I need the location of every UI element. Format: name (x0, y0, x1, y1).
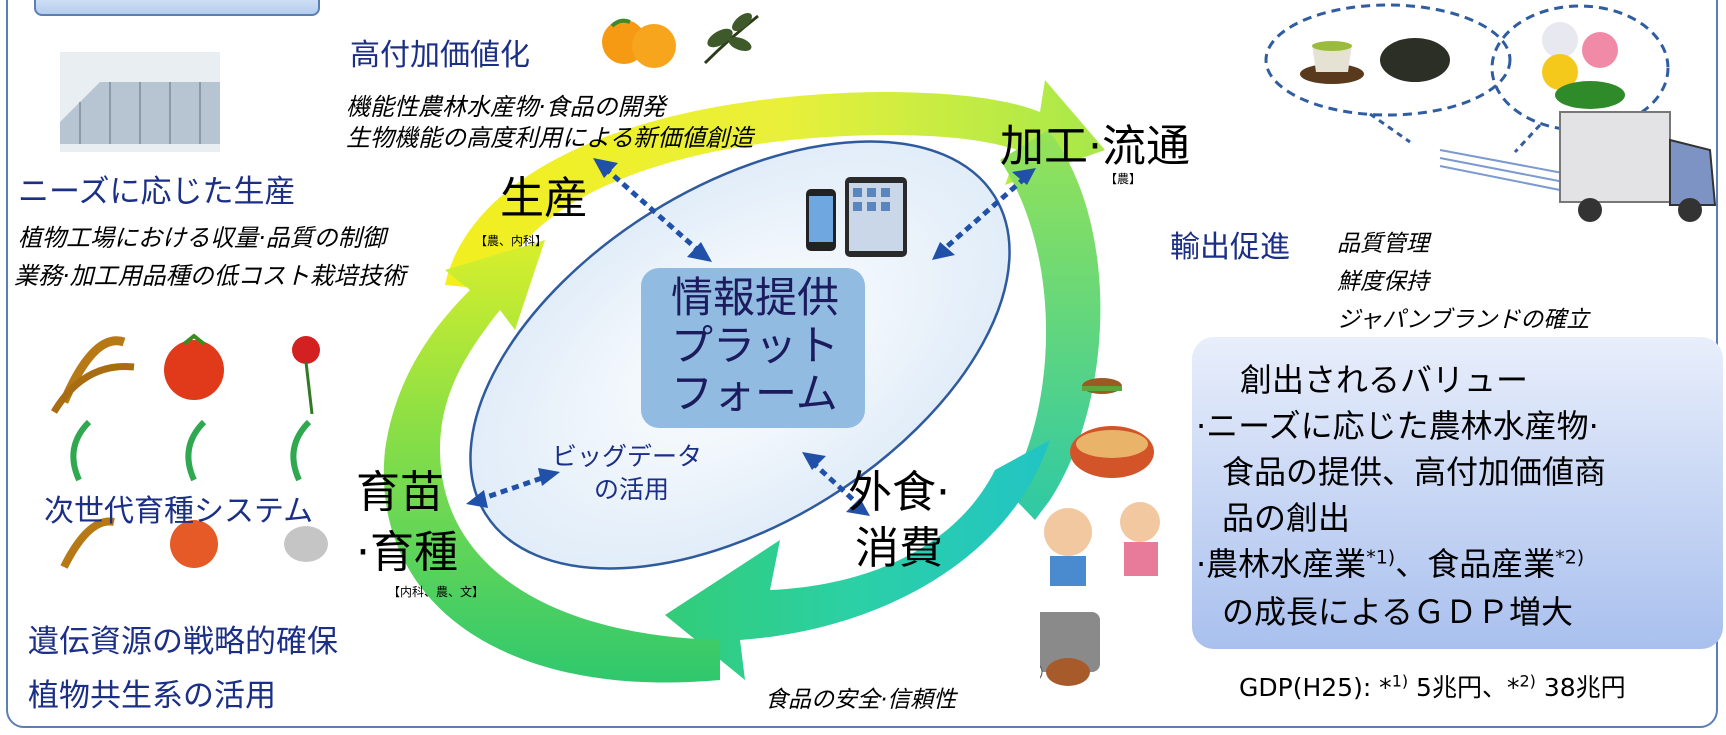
value-bullet2-part1: ·農林水産業 (1196, 545, 1367, 583)
flowers-icon (1542, 22, 1625, 109)
cycle-arrow-right (1000, 130, 1101, 520)
processing-ministry: 【農】 (1105, 172, 1142, 186)
value-bullet1-line2: 食品の提供、高付加価値商 (1222, 453, 1607, 491)
low-cost-text: 業務·加工用品種の低コスト栽培技術 (14, 262, 406, 290)
meal-set-icon (1040, 612, 1100, 686)
gdp-prefix: GDP(H25): * (1239, 673, 1392, 702)
value-bullet2-sup2: *2) (1555, 546, 1585, 569)
value-bullet2-line1: ·農林水産業*1)、食品産業*2) (1196, 539, 1584, 585)
plant-factory-text: 植物工場における収量·品質の制御 (18, 224, 386, 252)
dining-illustrations (1040, 378, 1160, 686)
food-safety-text: 食品の安全·信頼性 (765, 687, 957, 713)
link-arrow-breeding (477, 473, 549, 503)
value-bullet2-part2: 、食品産業 (1395, 545, 1556, 583)
breeding-ministry: 【内科、農、文】 (388, 585, 485, 599)
export-label: 輸出促進 (1170, 230, 1290, 265)
production-ministry: 【農、内科】 (475, 234, 548, 248)
green-tea-icon (1300, 41, 1364, 84)
plant-symbiosis-label: 植物共生系の活用 (28, 678, 276, 714)
production-label: 生産 (500, 173, 588, 224)
family-icon (1044, 502, 1160, 586)
functional-foods-text: 機能性農林水産物·食品の開発 (346, 93, 666, 121)
dining-label-line1: 外食· (848, 467, 950, 518)
info-platform-box: 情報提供 プラット フォーム (641, 268, 865, 428)
link-arrow-production (603, 166, 702, 254)
value-box-title: 創出されるバリュー (1240, 361, 1529, 399)
rice-icon (50, 336, 135, 414)
link-arrow-dining (810, 460, 862, 508)
high-value-label: 高付加価値化 (350, 38, 530, 73)
ramen-icon (1070, 426, 1154, 478)
big-data-line2: の活用 (594, 475, 670, 504)
platform-line1: 情報提供 (671, 273, 840, 322)
cycle-arrow-bottom (665, 440, 1050, 680)
leaf-icon (703, 13, 759, 65)
platform-line2: プラット (671, 321, 840, 370)
needs-production-label: ニーズに応じた生産 (18, 174, 296, 210)
truck-icon (1559, 111, 1717, 222)
cycle-arrow-left (383, 240, 720, 683)
japan-brand-text: ジャパンブランドの確立 (1337, 307, 1590, 333)
gdp-mid: 5兆円、* (1408, 673, 1520, 702)
big-data-line1: ビッグデータ (552, 442, 703, 471)
platform-line3: フォーム (671, 369, 838, 418)
value-bullet2-line2: の成長によるＧＤＰ増大 (1222, 593, 1574, 631)
orange-icon (602, 18, 676, 68)
smartphone-icon (806, 189, 836, 251)
quality-text: 品質管理 (1337, 231, 1429, 257)
processing-label: 加工·流通 (1000, 121, 1190, 172)
tea-leaves-icon (1380, 38, 1450, 82)
next-gen-breeding-label: 次世代育種システム (44, 494, 314, 529)
value-bullet1-line3: 品の創出 (1222, 499, 1351, 537)
genetic-resources-label: 遺伝資源の戦略的確保 (28, 624, 338, 660)
tablet-icon (845, 177, 907, 257)
tomato-icon (164, 333, 224, 400)
gdp-sup1: 1) (1391, 671, 1409, 691)
value-bullet1-line1: ·ニーズに応じた農林水産物· (1196, 407, 1599, 445)
breeding-label-line2: ·育種 (356, 527, 458, 578)
bio-function-text: 生物機能の高度利用による新価値創造 (346, 124, 754, 152)
dining-label-line2: 消費 (855, 523, 943, 574)
freshness-text: 鮮度保持 (1337, 269, 1429, 295)
export-illustration (1264, 3, 1717, 222)
header-tab (34, 0, 320, 16)
cycle-arrow-top (445, 80, 1105, 290)
breeding-plants (50, 333, 328, 569)
value-bullet2-sup1: *1) (1366, 546, 1396, 569)
sandwich-icon (1082, 378, 1122, 394)
gdp-suffix: 38兆円 (1535, 673, 1626, 702)
rose-icon (292, 336, 320, 415)
breeding-label-line1: 育苗 (356, 467, 444, 518)
created-value-box: 創出されるバリュー ·ニーズに応じた農林水産物· 食品の提供、高付加価値商 品の… (1192, 337, 1723, 649)
gdp-sup2: 2) (1519, 671, 1536, 691)
greenhouse-photo (60, 52, 220, 152)
gdp-footnote: GDP(H25): *1) 5兆円、*2) 38兆円 (1239, 668, 1626, 704)
link-arrow-processing (941, 176, 1027, 252)
